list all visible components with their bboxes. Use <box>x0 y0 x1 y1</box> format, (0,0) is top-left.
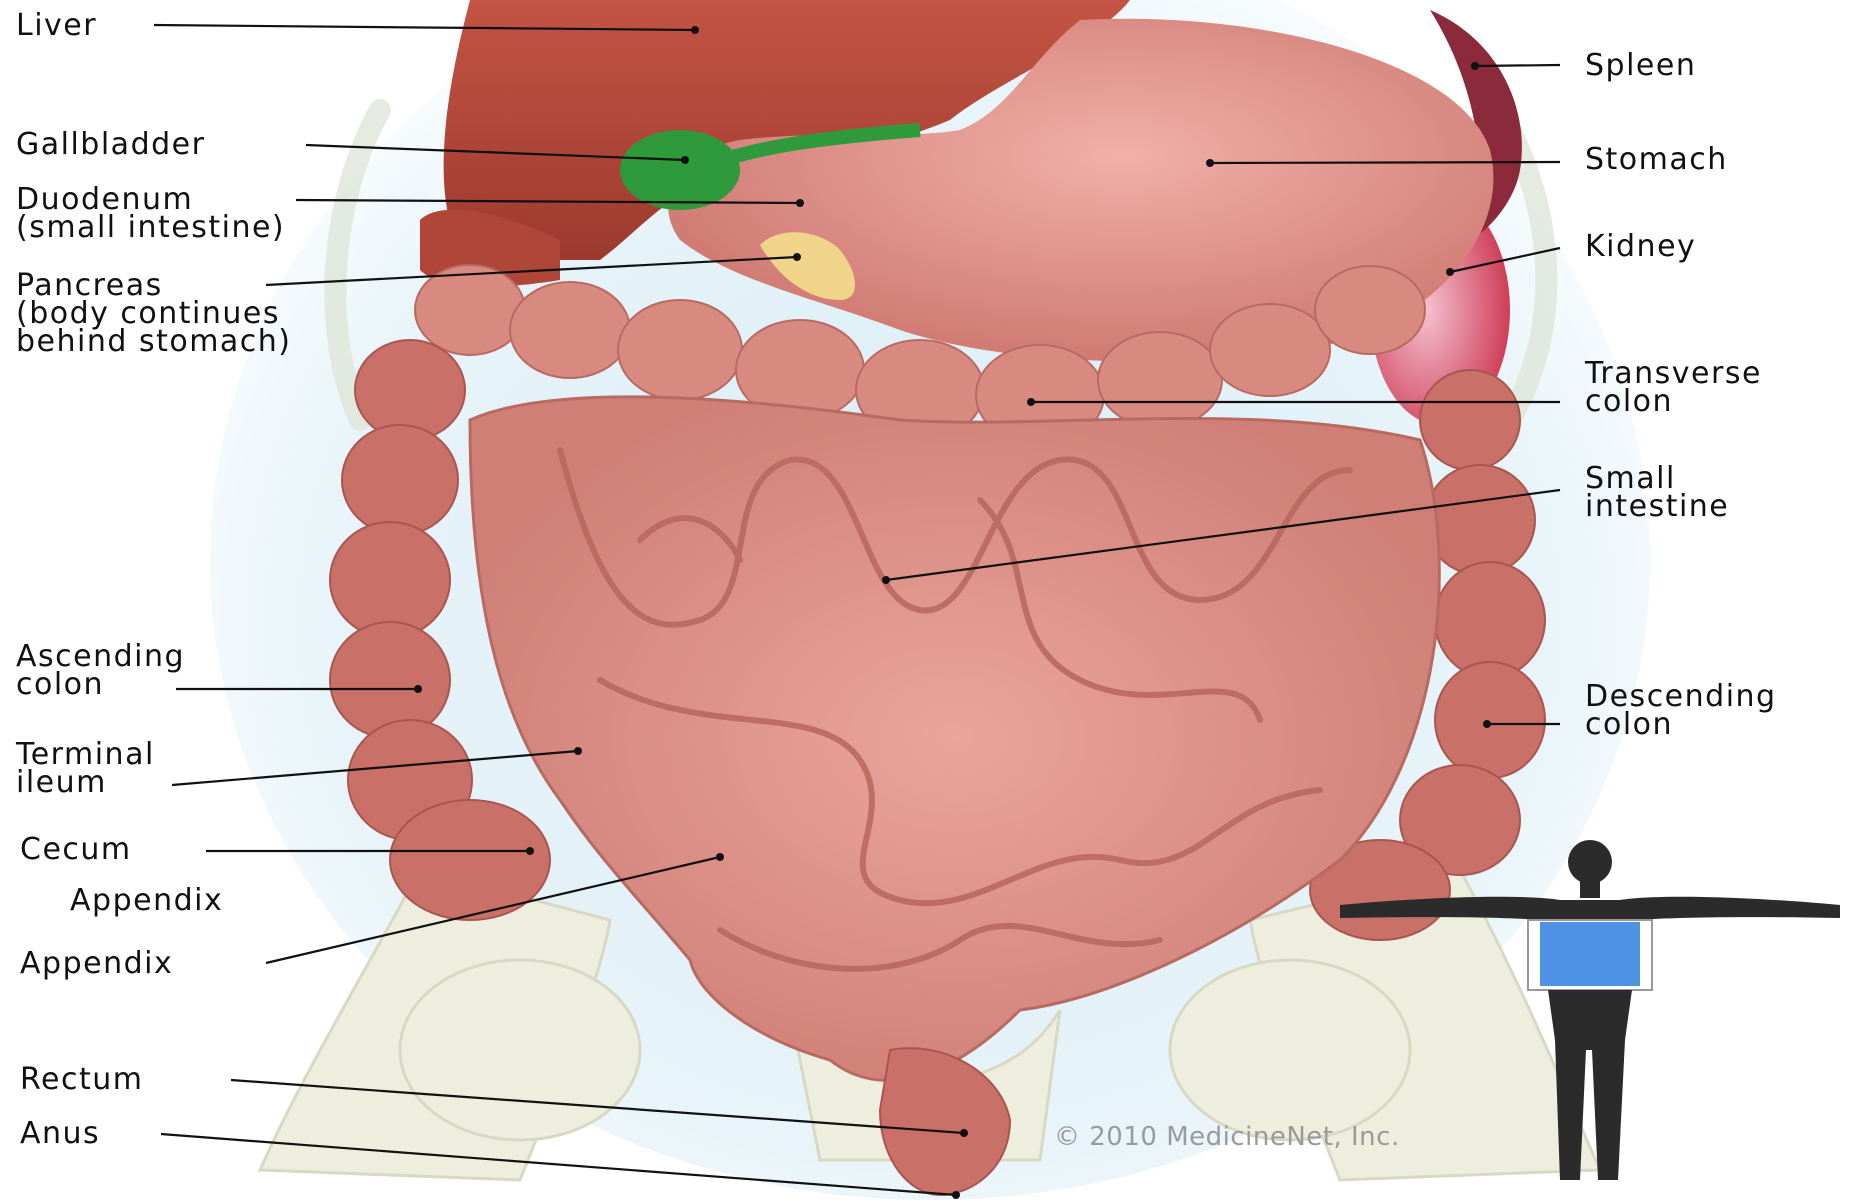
label-spleen: Spleen <box>1585 52 1696 80</box>
label-ascending-colon-line-2: colon <box>16 671 185 699</box>
label-descending-colon-line-2: colon <box>1585 711 1777 739</box>
label-gallbladder: Gallbladder <box>16 131 205 159</box>
label-pancreas: Pancreas (body continues behind stomach) <box>16 272 292 356</box>
label-duodenum: Duodenum (small intestine) <box>16 186 285 242</box>
copyright-notice: © 2010 MedicineNet, Inc. <box>1054 1122 1400 1152</box>
label-terminal-ileum: Terminal ileum <box>16 741 155 797</box>
label-anus: Anus <box>20 1120 100 1148</box>
gallbladder-shape <box>620 130 740 210</box>
label-transverse-colon: Transverse colon <box>1585 360 1762 416</box>
label-kidney: Kidney <box>1585 233 1696 261</box>
label-cecum: Cecum <box>20 836 132 864</box>
label-duodenum-line-2: (small intestine) <box>16 214 285 242</box>
label-descending-colon: Descending colon <box>1585 683 1777 739</box>
label-appendix: Appendix <box>20 950 173 978</box>
label-stomach: Stomach <box>1585 146 1728 174</box>
label-transverse-colon-line-2: colon <box>1585 388 1762 416</box>
label-ascending-colon: Ascending colon <box>16 643 185 699</box>
label-small-intestine-line-2: intestine <box>1585 493 1729 521</box>
label-rectum: Rectum <box>20 1066 143 1094</box>
label-small-intestine: Small intestine <box>1585 465 1729 521</box>
label-terminal-ileum-line-2: ileum <box>16 769 155 797</box>
label-pancreas-line-3: behind stomach) <box>16 328 292 356</box>
label-liver: Liver <box>16 12 97 40</box>
label-appendix-caption: Appendix <box>70 887 223 915</box>
